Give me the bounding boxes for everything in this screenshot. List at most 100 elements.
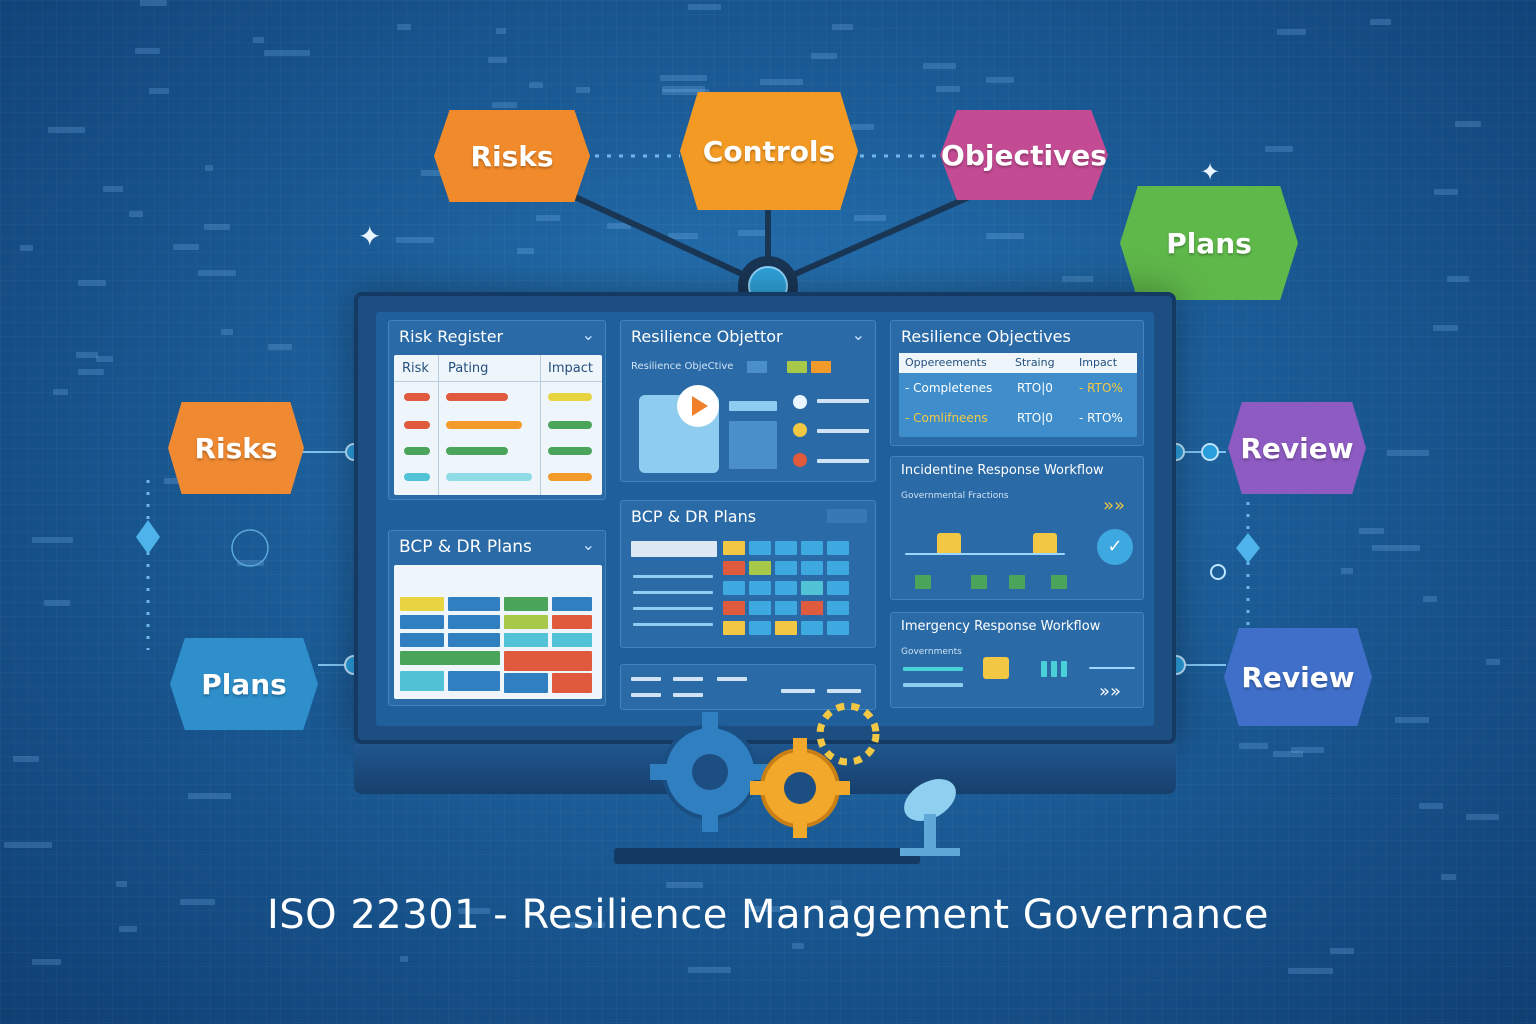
grid-cell — [801, 581, 823, 595]
padlock-icon — [983, 657, 1009, 679]
chevron-down-icon[interactable]: ⌄ — [581, 325, 595, 344]
padlock-icon — [937, 533, 961, 555]
rating-bar — [446, 421, 522, 429]
resilience-objector-panel: Resilience Objettor ⌄ Resilience ObjeCti… — [620, 320, 876, 482]
grid-cell — [775, 541, 797, 555]
footer-title: ISO 22301 - Resilience Management Govern… — [266, 892, 1270, 938]
column-header: Impact — [548, 361, 593, 376]
panel-title: Incidentine Response Workflow — [901, 463, 1104, 478]
risk-chip — [404, 421, 430, 429]
grid-cell — [775, 561, 797, 575]
tag-risks-top[interactable]: Risks — [434, 110, 590, 202]
incident-response-panel: Incidentine Response Workflow Government… — [890, 456, 1144, 600]
grid-cell — [749, 601, 771, 615]
column-header: Risk — [402, 361, 429, 376]
tag-label: Controls — [702, 134, 836, 168]
grid-cell — [723, 561, 745, 575]
grid-cell — [801, 561, 823, 575]
grid-cell — [801, 621, 823, 635]
panel-subtitle: Governmental Fractions — [901, 491, 1009, 501]
grid-cell — [749, 541, 771, 555]
grid-cell — [723, 581, 745, 595]
bcp-table — [394, 565, 602, 699]
grid-cell — [827, 541, 849, 555]
chevron-down-icon[interactable]: ⌄ — [851, 325, 865, 344]
gear-icon — [650, 712, 770, 832]
table-cell: - Completenes — [905, 381, 993, 395]
bcp-dr-plans-panel-left: BCP & DR Plans ⌄ — [388, 530, 606, 706]
tag-plans-top[interactable]: Plans — [1120, 186, 1298, 300]
chevron-down-icon[interactable]: ⌄ — [581, 535, 595, 554]
forward-icon: »» — [1099, 681, 1122, 702]
grid-cell — [749, 621, 771, 635]
impact-bar — [548, 473, 592, 481]
shield-check-icon: ✓ — [1097, 529, 1133, 565]
bcp-dr-plans-panel-center: BCP & DR Plans — [620, 500, 876, 648]
grid-cell — [749, 581, 771, 595]
satellite-dish-icon — [900, 779, 960, 856]
column-header: Oppereements — [905, 356, 987, 369]
padlock-icon — [1033, 533, 1057, 555]
tag-controls-top[interactable]: Controls — [680, 92, 858, 210]
risk-table: Risk Pating Impact — [394, 355, 602, 495]
column-header: Pating — [448, 361, 489, 376]
impact-bar — [548, 421, 592, 429]
grid-cell — [775, 581, 797, 595]
tag-label: Review — [1241, 660, 1355, 694]
panel-title: BCP & DR Plans — [631, 507, 757, 526]
play-icon[interactable] — [677, 385, 719, 427]
grid-cell — [749, 561, 771, 575]
grid-cell — [723, 541, 745, 555]
tag-risks-left[interactable]: Risks — [168, 402, 304, 494]
panel-title: Resilience Objettor — [631, 327, 783, 346]
gear-icon — [750, 738, 850, 838]
panel-subtitle: Resilience ObjeCtive — [631, 361, 734, 372]
risk-chip — [404, 473, 430, 481]
tag-label: Plans — [201, 667, 287, 701]
grid-cell — [827, 621, 849, 635]
table-cell: RTO|0 — [1017, 381, 1053, 395]
risk-chip — [404, 447, 430, 455]
panel-title: BCP & DR Plans — [399, 537, 532, 557]
risk-register-panel: Risk Register ⌄ Risk Pating Impact — [388, 320, 606, 500]
table-cell: - Comlifneens — [905, 411, 988, 425]
tag-review-right-1[interactable]: Review — [1228, 402, 1366, 494]
objectives-table: Oppereements Straing Impact - Completene… — [899, 353, 1137, 437]
forward-icon: »» — [1103, 495, 1126, 516]
panel-title: Imergency Response Workflow — [901, 619, 1101, 634]
table-cell: - RTO% — [1079, 411, 1123, 425]
grid-cell — [827, 561, 849, 575]
rating-bar — [446, 393, 508, 401]
tag-review-right-2[interactable]: Review — [1224, 628, 1372, 726]
emergency-response-panel: Imergency Response Workflow Governments … — [890, 612, 1144, 708]
table-cell: - RTO% — [1079, 381, 1123, 395]
table-cell: RTO|0 — [1017, 411, 1053, 425]
sparkle-icon: ✦ — [1200, 158, 1221, 186]
status-strip — [620, 664, 876, 710]
grid-cell — [827, 581, 849, 595]
panel-subtitle: Governments — [901, 647, 962, 657]
tag-label: Plans — [1166, 226, 1252, 260]
tag-objectives-top[interactable]: Objectives — [940, 110, 1108, 200]
impact-bar — [548, 393, 592, 401]
tag-label: Review — [1240, 431, 1354, 465]
column-header: Straing — [1015, 356, 1055, 369]
sparkle-icon: ✦ — [358, 220, 382, 253]
monitor-stand — [614, 848, 920, 864]
grid-cell — [801, 541, 823, 555]
resilience-objectives-panel: Resilience Objectives Oppereements Strai… — [890, 320, 1144, 446]
panel-title: Resilience Objectives — [901, 327, 1071, 346]
tag-label: Risks — [194, 431, 278, 465]
tag-label: Risks — [470, 139, 554, 173]
rating-bar — [446, 447, 508, 455]
grid-cell — [775, 621, 797, 635]
tag-plans-left[interactable]: Plans — [170, 638, 318, 730]
grid-cell — [801, 601, 823, 615]
panel-title: Risk Register — [399, 327, 504, 346]
rating-bar — [446, 473, 532, 481]
bcp-grid — [723, 541, 869, 641]
grid-cell — [827, 601, 849, 615]
impact-bar — [548, 447, 592, 455]
risk-chip — [404, 393, 430, 401]
tag-label: Objectives — [941, 138, 1107, 172]
